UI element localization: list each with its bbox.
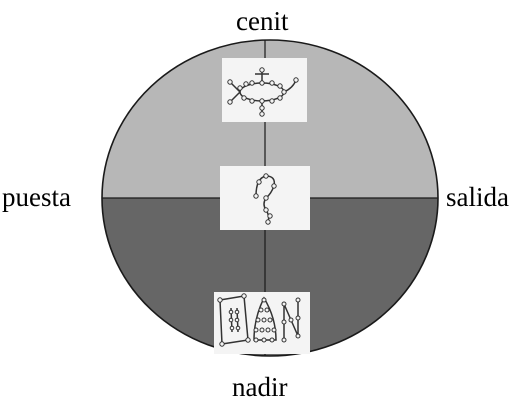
label-zenith: cenit — [236, 6, 289, 36]
circle-outline — [101, 39, 439, 357]
label-west: puesta — [2, 182, 71, 212]
label-east: salida — [446, 182, 509, 212]
numeral-cone-glyph-icon — [214, 292, 310, 354]
label-nadir: nadir — [232, 372, 288, 402]
hook-glyph-icon — [220, 166, 310, 230]
fish-glyph-icon — [222, 58, 307, 122]
